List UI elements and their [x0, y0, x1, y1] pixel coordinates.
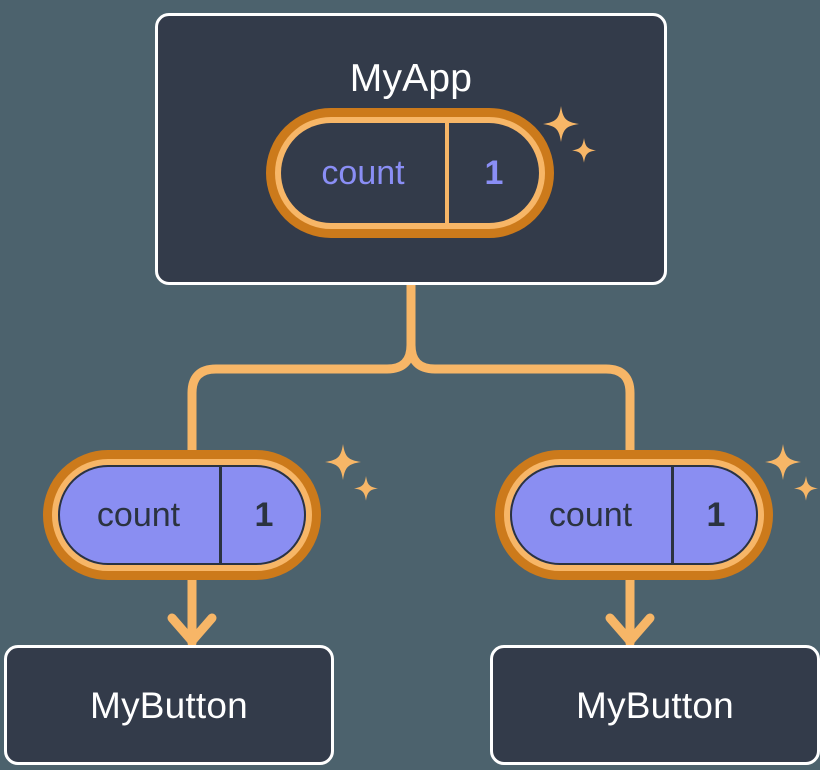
state-pill-myapp[interactable]: count 1	[266, 108, 554, 238]
arrow-head-right	[605, 613, 655, 646]
state-value: 1	[445, 123, 539, 223]
state-pill-child-right[interactable]: count 1	[495, 450, 773, 580]
state-key: count	[96, 496, 181, 534]
state-value: 1	[671, 465, 758, 565]
connector-branch-left	[187, 340, 416, 455]
sparkle-icon-child-left	[325, 444, 378, 501]
component-card-mybutton-right[interactable]: MyButton	[490, 645, 820, 765]
state-value: 1	[219, 465, 306, 565]
state-pill-inner: count 1	[281, 123, 539, 223]
component-card-mybutton-left[interactable]: MyButton	[4, 645, 334, 765]
connector-branch-right	[406, 340, 635, 455]
state-pill-child-left[interactable]: count 1	[43, 450, 321, 580]
page-title: MyApp	[349, 57, 473, 100]
arrow-head-left	[167, 613, 217, 646]
state-pill-inner: count 1	[510, 465, 758, 565]
component-label: MyButton	[90, 684, 248, 726]
state-key: count	[321, 154, 405, 192]
state-key: count	[548, 496, 633, 534]
component-label: MyButton	[576, 684, 734, 726]
state-pill-inner: count 1	[58, 465, 306, 565]
